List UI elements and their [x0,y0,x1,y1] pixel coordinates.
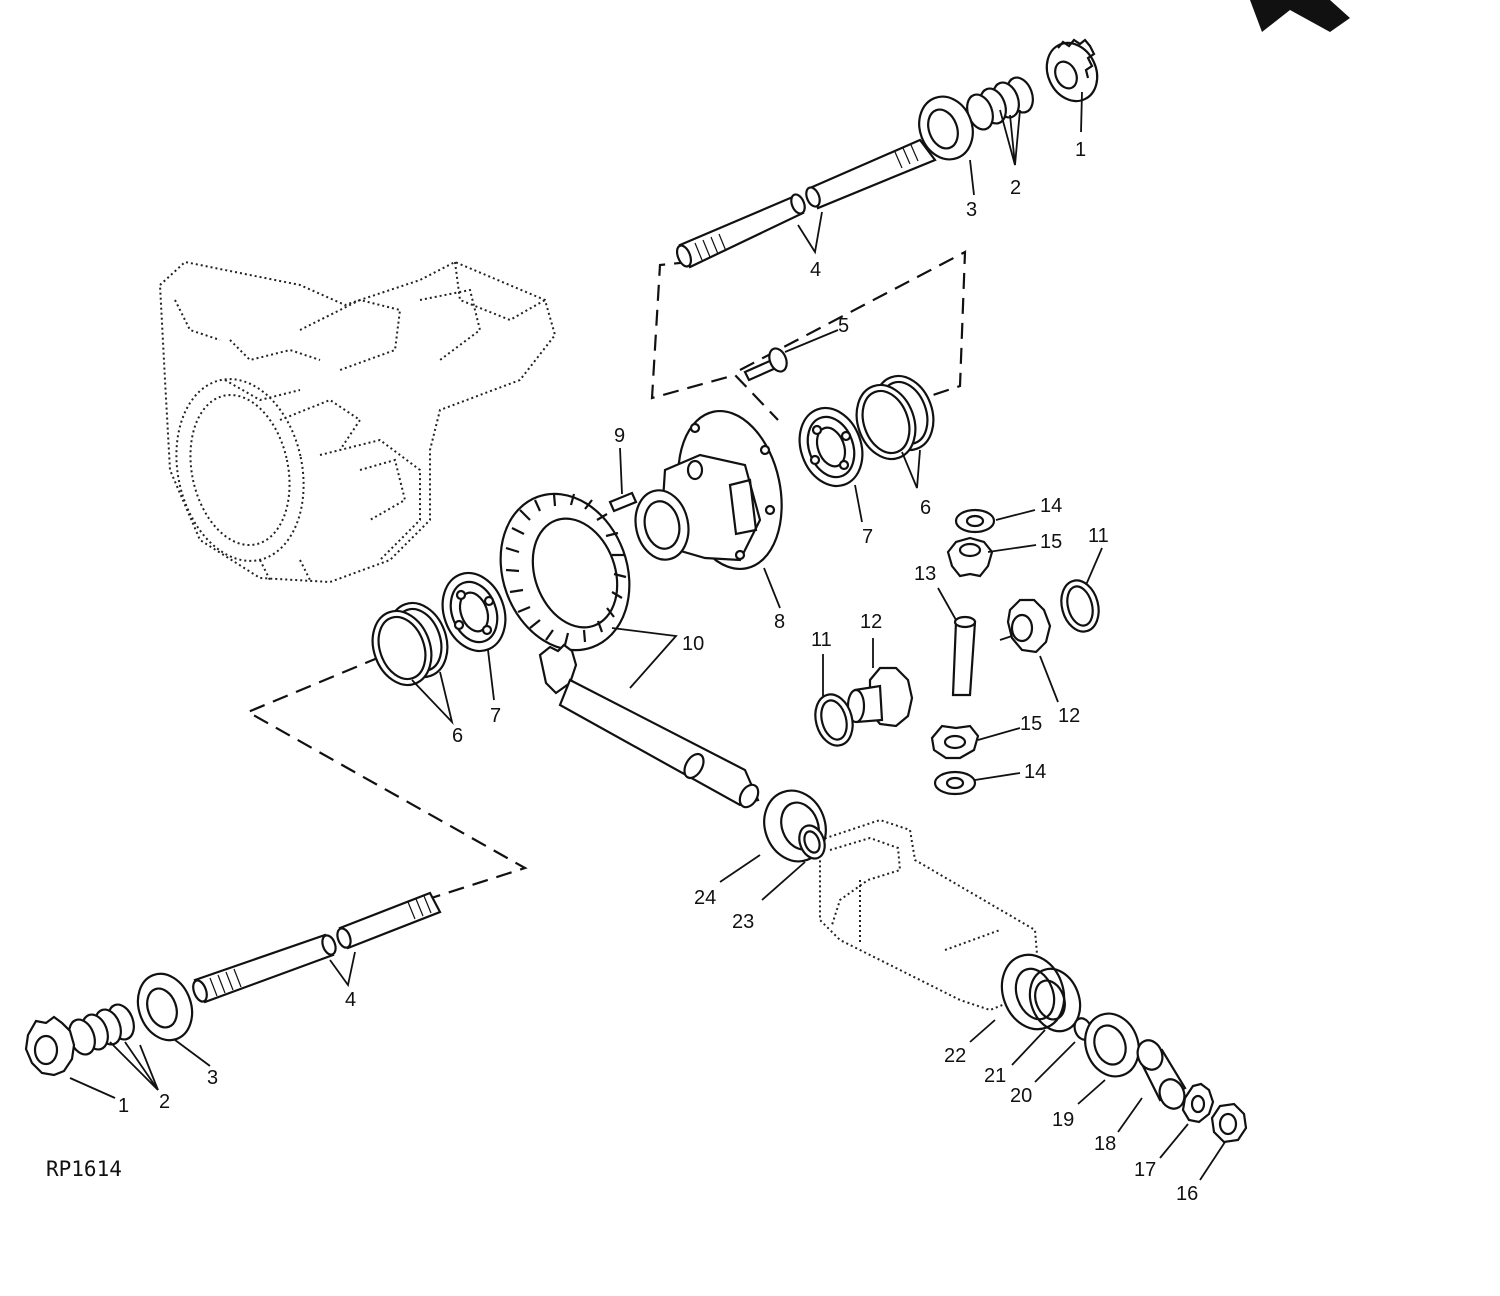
figure-reference-code: RP1614 [46,1157,122,1181]
callout-12-left: 12 [860,611,882,633]
callout-21: 21 [984,1065,1006,1087]
callout-16: 16 [1176,1183,1198,1205]
assembly-dashed-lines [245,250,967,902]
callout-6-left: 6 [452,725,463,747]
part-13-pinion-shaft [951,615,977,697]
callout-2-bottom: 2 [159,1091,170,1113]
callout-14-bottom: 14 [1024,761,1046,783]
callout-15-top: 15 [1040,531,1062,553]
orientation-arrow-icon [1250,0,1350,32]
part-2-shims-top [966,76,1034,131]
callout-9: 9 [614,425,625,447]
part-10-pinion-shaft [538,643,760,809]
callout-7-left: 7 [490,705,501,727]
part-21-bearing-cone [1028,967,1082,1033]
transaxle-housing-outline [158,260,557,584]
part-7-bearing-right [798,406,864,488]
part-10-ring-gear [499,492,631,652]
callout-19: 19 [1052,1109,1074,1131]
part-24-bearing [763,789,827,863]
part-23-spacer [798,824,826,860]
callout-5: 5 [838,315,849,337]
part-12-side-gear-left [846,666,914,728]
part-19-seal [1084,1012,1140,1078]
part-9-pin [608,491,638,513]
part-6-seals-left [371,601,449,687]
part-14-washer-bottom [933,770,977,796]
part-11-washer-left [814,693,854,747]
callout-12-right: 12 [1058,705,1080,727]
callout-3-top: 3 [966,199,977,221]
part-18-sleeve [1136,1039,1187,1110]
part-1-gear-top [1045,38,1099,103]
callout-10: 10 [682,633,704,655]
part-15-pinion-top [946,536,994,578]
part-7-bearing-left [441,571,507,653]
part-11-washer-right [1060,579,1100,633]
callout-14-top: 14 [1040,495,1062,517]
part-15-pinion-bottom [930,724,980,760]
callout-6-right: 6 [920,497,931,519]
part-4-axle-shaft-top [675,138,937,269]
part-14-washer-top [954,508,996,534]
part-2-shims-bottom [68,1003,135,1056]
callout-23: 23 [732,911,754,933]
callout-24: 24 [694,887,716,909]
leader-lines [69,91,1226,1181]
callout-15-bottom: 15 [1020,713,1042,735]
callout-11-right: 11 [1088,525,1109,547]
part-5-cap-screw [743,347,788,382]
callout-20: 20 [1010,1085,1032,1107]
callout-17: 17 [1134,1159,1156,1181]
part-8-differential-case [634,409,783,571]
part-1-gear-bottom [24,1015,76,1077]
part-6-seals-right [855,374,935,461]
part-17-lock-washer [1181,1082,1215,1124]
callout-1-bottom: 1 [118,1095,129,1117]
callout-labels: 1 2 3 4 5 9 6 7 14 15 11 13 8 12 10 11 1… [118,139,1198,1205]
callout-18: 18 [1094,1133,1116,1155]
callout-4-bottom: 4 [345,989,356,1011]
callout-11-left: 11 [811,629,832,651]
part-3-bearing-bottom [136,972,194,1042]
part-4-axle-shaft-bottom [192,891,442,1004]
part-12-side-gear-right [1006,598,1052,654]
callout-4-top: 4 [810,259,821,281]
callout-7-right: 7 [862,526,873,548]
callout-2-top: 2 [1010,177,1021,199]
callout-3-bottom: 3 [207,1067,218,1089]
callout-1-top: 1 [1075,139,1086,161]
callout-8: 8 [774,611,785,633]
callout-22: 22 [944,1045,966,1067]
callout-13: 13 [914,563,936,585]
part-16-nut [1210,1102,1248,1144]
part-3-bearing-top [918,95,974,161]
